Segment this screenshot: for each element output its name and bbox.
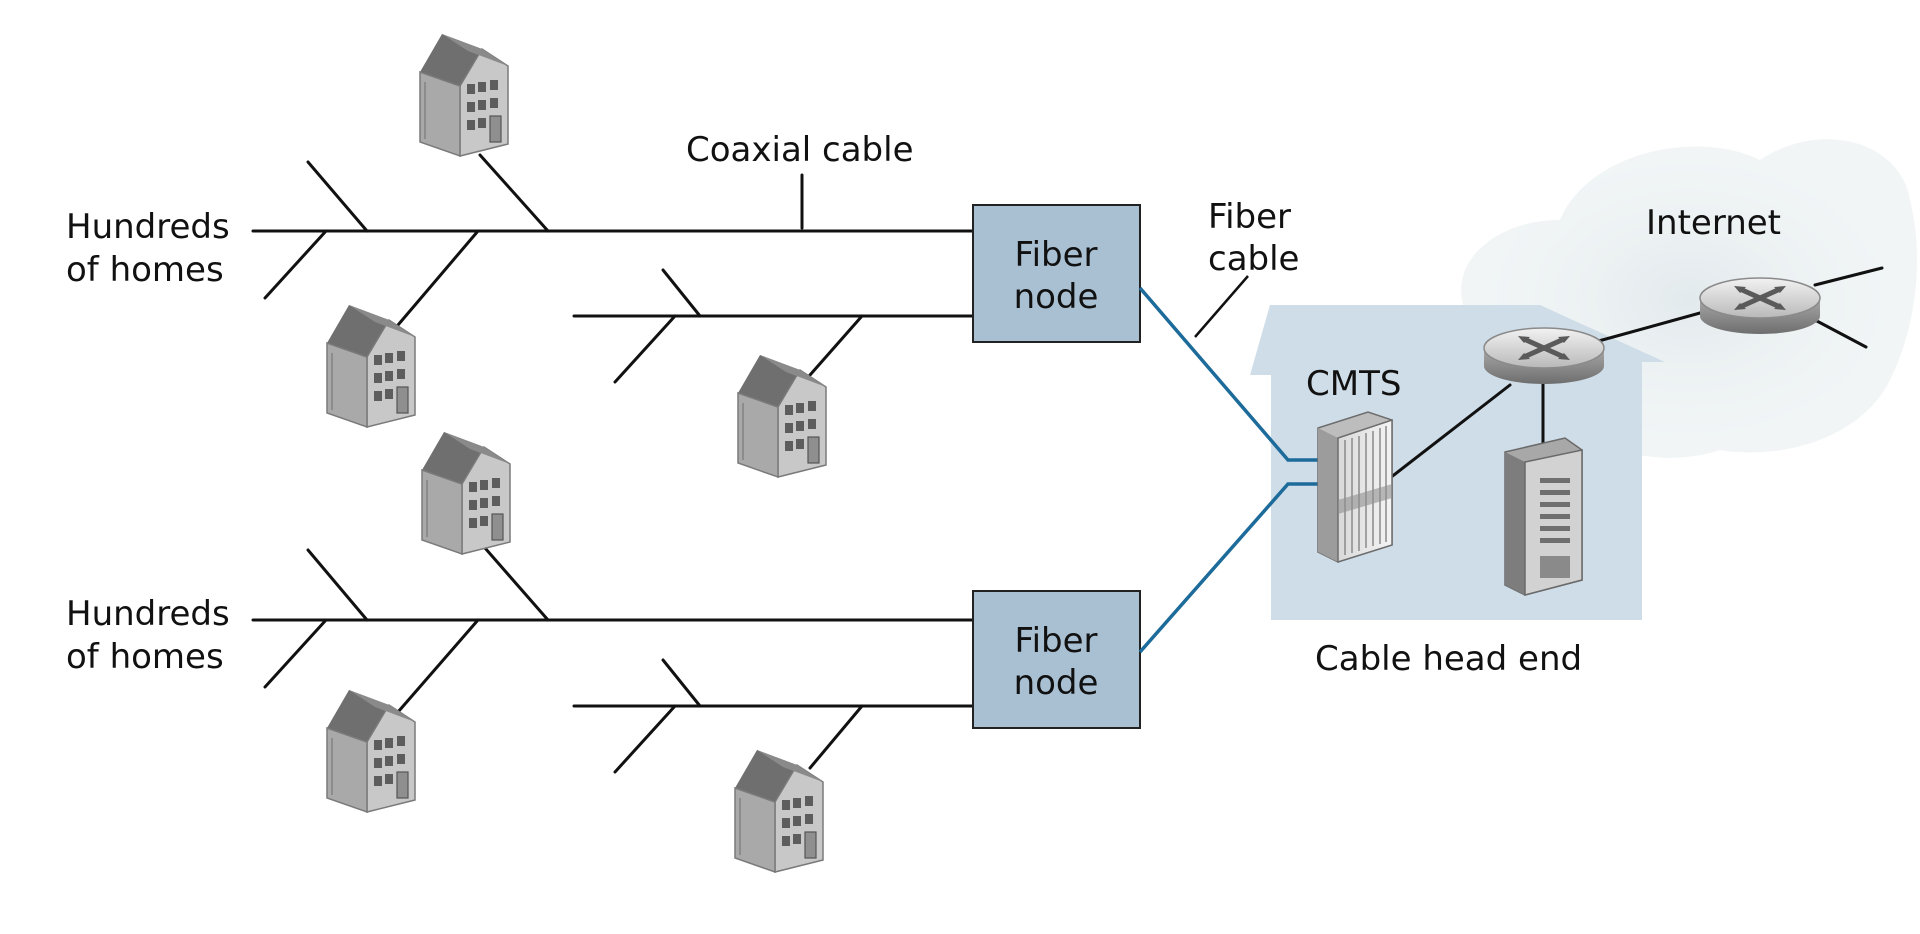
internet-label: Internet — [1646, 203, 1781, 243]
fiber-node-label-line1: Fiber — [1014, 621, 1097, 661]
homes-label-bottom-line2: of homes — [66, 637, 224, 677]
fiber-cable-label-line2: cable — [1208, 239, 1299, 279]
fiber-node-bottom: Fiber node — [972, 590, 1141, 729]
coax-tree-bottom — [251, 546, 975, 774]
house-icon — [419, 33, 509, 157]
house-icon — [421, 431, 511, 555]
homes-label-top-line2: of homes — [66, 250, 224, 290]
head-end-links — [1388, 266, 1884, 480]
coaxial-cable-label: Coaxial cable — [686, 130, 914, 170]
server-tower-icon — [1504, 437, 1583, 596]
homes-label-bottom-line1: Hundreds — [66, 594, 230, 634]
fiber-node-top: Fiber node — [972, 204, 1141, 343]
homes-label-top-line1: Hundreds — [66, 207, 230, 247]
fiber-node-label-line1: Fiber — [1014, 235, 1097, 275]
house-icon — [326, 304, 416, 428]
cmts-rack-icon — [1317, 411, 1393, 564]
cable-head-end-label: Cable head end — [1315, 639, 1582, 679]
router-icon — [1484, 328, 1604, 384]
fiber-cable-label-line1: Fiber — [1208, 197, 1291, 237]
fiber-node-label-line2: node — [1014, 663, 1099, 703]
cmts-label: CMTS — [1306, 364, 1401, 404]
router-icon — [1700, 278, 1820, 334]
fiber-node-label-line2: node — [1014, 277, 1099, 317]
coax-tree-top — [251, 153, 975, 384]
fiber-cables — [1138, 275, 1320, 654]
